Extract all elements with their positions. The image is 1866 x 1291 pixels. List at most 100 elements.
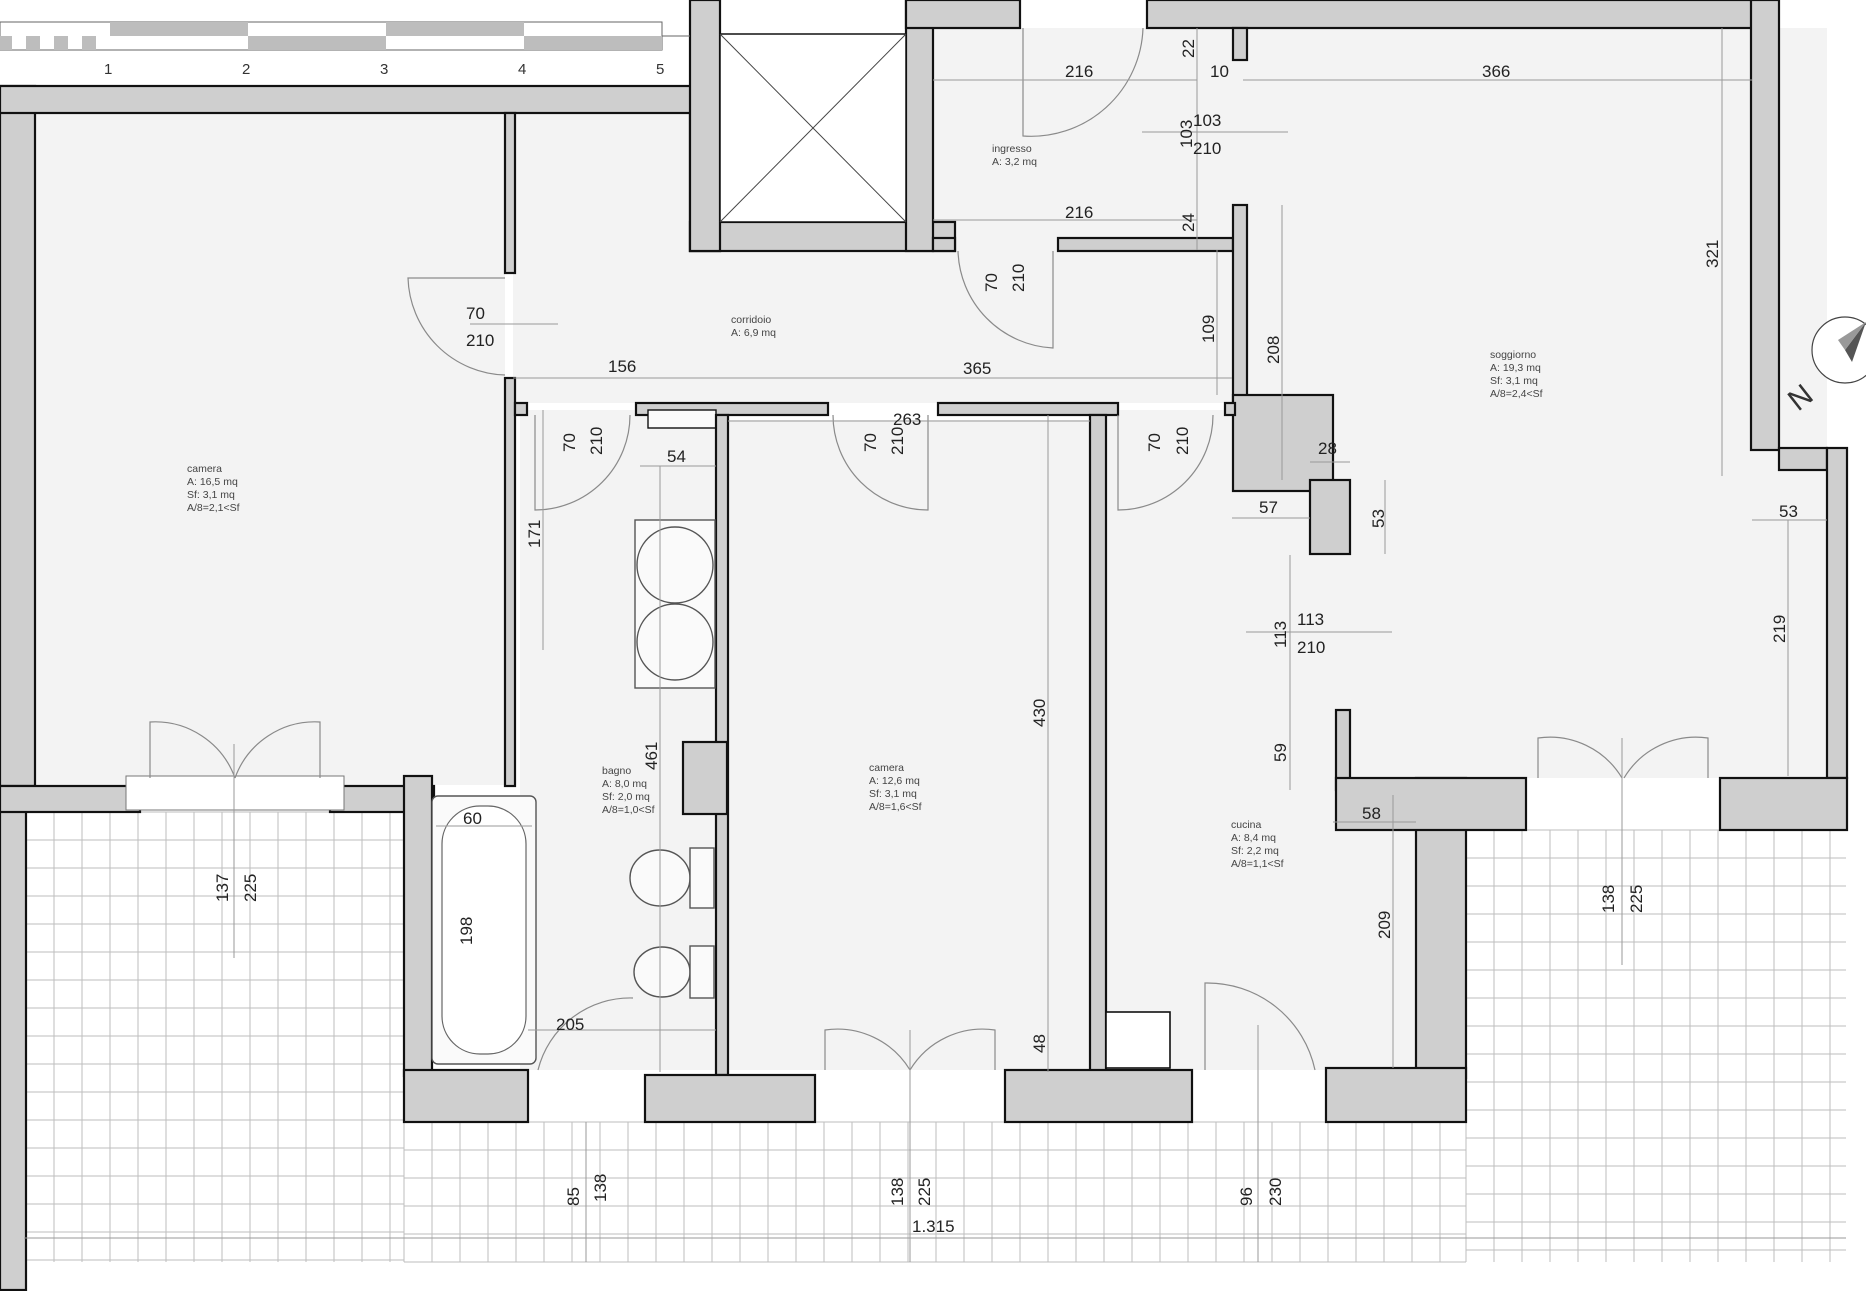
- floor-ingresso: [932, 28, 1242, 238]
- bagno-duct: [681, 740, 729, 816]
- dimension-labels: 216 22 10 366 103 210 103 216 24 321 70 …: [213, 39, 1798, 1236]
- wall-soggiorno-right-top: [1749, 0, 1781, 452]
- dim-bagno-205: 205: [556, 1015, 584, 1034]
- wall-bagno-left: [402, 774, 434, 1078]
- floor-cucina: [1106, 410, 1416, 1070]
- wall-camera1-corridor-lower: [503, 376, 517, 788]
- dim-soggiorno-window-width: 138: [1599, 885, 1618, 913]
- door-soggiorno-balcony-right: [1623, 736, 1709, 779]
- dim-total-width: 1.315: [912, 1217, 955, 1236]
- dim-cucina-opening-width: 113: [1297, 610, 1324, 629]
- wall-ingresso-bottom-left: [931, 236, 957, 253]
- scale-tick-3: 3: [380, 61, 388, 78]
- door-camera1-balcony-right: [234, 721, 321, 779]
- terrace-paving-grid: [25, 811, 1846, 1263]
- dim-bagno-54: 54: [667, 447, 686, 466]
- dim-ingresso-24: 24: [1179, 213, 1198, 232]
- wall-ingresso-nib: [1231, 26, 1249, 62]
- dim-camera1-window-width: 137: [213, 874, 232, 902]
- dim-ingresso-22: 22: [1179, 39, 1198, 58]
- wall-shaft-left: [688, 0, 722, 253]
- dim-terrace-138: 138: [591, 1174, 610, 1202]
- dim-ingresso-corridor-door-width: 70: [982, 273, 1001, 292]
- dim-camera2-430: 430: [1030, 699, 1049, 727]
- dim-terrace-camera2-height: 225: [915, 1178, 934, 1206]
- door-camera1-balcony-left: [149, 721, 236, 779]
- dim-camera2-door-width: 70: [861, 433, 880, 452]
- room-bagno-label: bagno A: 8,0 mq Sf: 2,0 mq A/8=1,0<Sf: [602, 765, 655, 816]
- dim-ingresso-width-bottom: 216: [1065, 203, 1093, 222]
- wall-corridor-bottom-1: [513, 401, 529, 417]
- shaft-cross-2: [719, 33, 907, 223]
- dim-cucina-opening-width-vertical: 113: [1271, 621, 1290, 648]
- dim-pillar-53: 53: [1369, 509, 1388, 528]
- dim-ingresso-10: 10: [1210, 62, 1229, 81]
- dim-ingresso-corridor-door-height: 210: [1009, 264, 1028, 292]
- dim-corridor-208: 208: [1264, 336, 1283, 364]
- wall-ingresso-top-left: [904, 0, 1022, 30]
- wall-bottom-camera2-left: [643, 1073, 817, 1124]
- bagno-niche: [647, 409, 717, 429]
- door-bagno-balcony: [537, 997, 634, 1071]
- dim-camera1-window-height: 225: [241, 874, 260, 902]
- dimension-lines: [24, 28, 1846, 1262]
- room-labels: camera A: 16,5 mq Sf: 3,1 mq A/8=2,1<Sf …: [187, 143, 1544, 870]
- wall-ingresso-top-right: [1145, 0, 1779, 30]
- door-cucina-balcony: [1204, 982, 1316, 1071]
- doors: [149, 27, 1709, 1071]
- dim-cucina-door-width: 70: [1145, 433, 1164, 452]
- wall-shaft-right: [904, 0, 935, 253]
- sink-1: [636, 526, 714, 604]
- dim-bath-198: 198: [457, 917, 476, 945]
- cucina-cabinet: [1105, 1011, 1171, 1069]
- dim-bagno-door-width: 70: [560, 433, 579, 452]
- bidet: [633, 946, 691, 998]
- dim-soggiorno-window-height: 225: [1627, 885, 1646, 913]
- dim-bagno-door-height: 210: [587, 427, 606, 455]
- dim-camera1-door-width: 70: [466, 304, 485, 323]
- dim-terrace-85: 85: [564, 1187, 583, 1206]
- wall-camera1-bottom-left: [0, 784, 142, 814]
- dim-camera2-48: 48: [1030, 1034, 1049, 1053]
- room-camera1-label: camera A: 16,5 mq Sf: 3,1 mq A/8=2,1<Sf: [187, 463, 241, 514]
- dim-ingresso-door-width: 103: [1193, 111, 1221, 130]
- wall-corridor-bottom-4: [1223, 401, 1237, 417]
- door-camera1: [407, 277, 506, 376]
- bidet-back: [689, 945, 715, 999]
- wall-corridor-bottom-3: [936, 401, 1120, 417]
- dim-bath-60: 60: [463, 809, 482, 828]
- wall-bottom-bagno: [402, 1068, 530, 1124]
- wall-bottom-cucina: [1324, 1066, 1468, 1124]
- dim-camera2-door-height: 210: [888, 427, 907, 455]
- dim-ingresso-door-width-vertical: 103: [1177, 120, 1196, 148]
- wall-left-outer: [0, 84, 37, 788]
- wall-corridor-soggiorno: [1231, 203, 1249, 407]
- wall-camera2-cucina: [1088, 413, 1108, 1077]
- dim-cucina-59: 59: [1271, 743, 1290, 762]
- door-ingresso-corridor: [957, 250, 1054, 349]
- door-soggiorno-balcony-left: [1537, 736, 1623, 779]
- dim-terrace-96: 96: [1237, 1187, 1256, 1206]
- dim-corridor-365: 365: [963, 359, 991, 378]
- bathtub-basin: [441, 805, 527, 1055]
- scale-tick-5: 5: [656, 61, 664, 78]
- dim-soggiorno-219: 219: [1770, 615, 1789, 643]
- dim-cucina-opening-height: 210: [1297, 638, 1325, 657]
- room-soggiorno-label: soggiorno A: 19,3 mq Sf: 3,1 mq A/8=2,4<…: [1490, 349, 1544, 400]
- wall-left-lower: [0, 808, 28, 1291]
- wall-ingresso-bottom-right: [1056, 236, 1235, 253]
- dim-pillar-57: 57: [1259, 498, 1278, 517]
- dim-corridor-156: 156: [608, 357, 636, 376]
- sink-2: [636, 603, 714, 681]
- door-cucina: [1117, 414, 1214, 511]
- dim-camera1-door-height: 210: [466, 331, 494, 350]
- floor-camera2: [728, 420, 1090, 1070]
- dim-terrace-230: 230: [1266, 1178, 1285, 1206]
- dim-terrace-camera2-width: 138: [888, 1178, 907, 1206]
- door-camera2-balcony-right: [909, 1028, 996, 1071]
- dim-263: 263: [893, 410, 921, 429]
- dim-soggiorno-321: 321: [1703, 240, 1722, 268]
- dim-cucina-209: 209: [1375, 911, 1394, 939]
